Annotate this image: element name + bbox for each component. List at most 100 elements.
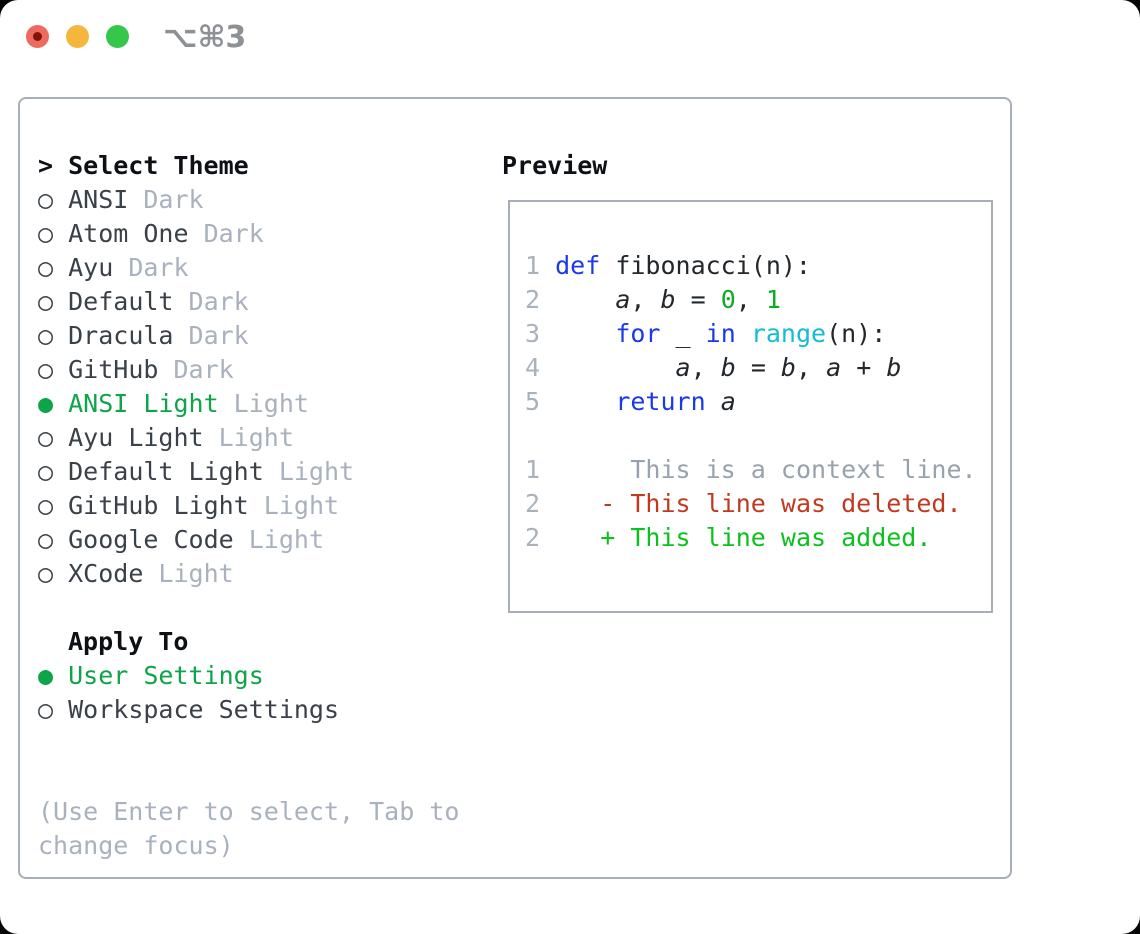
theme-variant: Light [233,525,324,554]
code-segment: + This line was added. [600,523,932,552]
code-segment: range [750,319,827,348]
code-segment: 0 [720,285,736,314]
code-segment: = [735,353,781,382]
theme-option-default[interactable]: ○ Default Dark [38,285,488,319]
code-segment: b [660,285,676,314]
radio-unselected-icon: ○ [38,491,69,520]
window-title-shortcut: ⌥⌘3 [163,20,247,55]
radio-unselected-icon: ○ [38,287,69,316]
theme-name: Ayu Light [68,423,204,452]
code-segment: b [720,353,736,382]
code-segment: for [615,319,661,348]
theme-option-xcode[interactable]: ○ XCode Light [38,557,488,591]
apply-to-header-label: Apply To [68,627,189,656]
theme-name: ANSI [68,185,129,214]
theme-name: GitHub Light [68,491,249,520]
radio-selected-icon: ● [38,389,69,418]
code-segment: - This line was deleted. [600,489,962,518]
code-segment: fibonacci(n): [600,251,811,280]
code-segment: 2 [525,523,541,552]
code-segment: 2 [525,285,556,314]
theme-option-dracula[interactable]: ○ Dracula Dark [38,319,488,353]
theme-option-ansi-light[interactable]: ● ANSI Light Light [38,387,488,421]
theme-option-ayu[interactable]: ○ Ayu Dark [38,251,488,285]
code-segment: (n): [826,319,887,348]
code-segment [555,285,615,314]
preview-header: Preview [502,151,608,180]
spacer [38,591,488,625]
code-segment: , [630,285,661,314]
radio-unselected-icon: ○ [38,253,69,282]
theme-name: XCode [68,559,144,588]
theme-option-google-code[interactable]: ○ Google Code Light [38,523,488,557]
apply-option-label: User Settings [68,661,264,690]
code-segment: in [705,319,736,348]
theme-variant: Dark [188,219,264,248]
radio-unselected-icon: ○ [38,695,69,724]
select-theme-header-label: Select Theme [68,151,249,180]
select-theme-header: > Select Theme [38,149,488,183]
code-line-4: 4 a, b = b, a + b [525,351,991,385]
apply-option-user-settings[interactable]: ● User Settings [38,659,488,693]
code-segment: return [615,387,706,416]
code-line-3: 3 for _ in range(n): [525,317,991,351]
radio-unselected-icon: ○ [38,219,69,248]
radio-unselected-icon: ○ [38,423,69,452]
code-segment: a [615,285,631,314]
code-segment: a [720,387,736,416]
radio-unselected-icon: ○ [38,525,69,554]
theme-option-github[interactable]: ○ GitHub Dark [38,353,488,387]
code-segment: a [826,353,842,382]
theme-variant: Light [263,457,355,486]
left-column: >Select Theme ○ ANSI Dark○ Atom One Dark… [38,149,488,863]
titlebar: ⌥⌘3 [0,0,1140,72]
code-line-5: 5 return a [525,385,991,419]
theme-option-ansi[interactable]: ○ ANSI Dark [38,183,488,217]
apply-list: ● User Settings○ Workspace Settings [38,659,488,727]
apply-option-label: Workspace Settings [68,695,340,724]
theme-option-atom-one[interactable]: ○ Atom One Dark [38,217,488,251]
code-segment: _ [660,319,706,348]
code-segment: This is a context line. [630,455,977,484]
cursor-icon: > [38,151,54,180]
code-segment [540,455,630,484]
theme-option-ayu-light[interactable]: ○ Ayu Light Light [38,421,488,455]
code-segment: 1 [525,455,541,484]
apply-option-workspace-settings[interactable]: ○ Workspace Settings [38,693,488,727]
help-text: (Use Enter to select, Tab to change focu… [38,797,460,860]
diff-line-context: 1 This is a context line. [525,453,991,487]
theme-name: Atom One [68,219,189,248]
code-segment [706,387,721,416]
code-segment: 5 [525,387,556,416]
radio-selected-icon: ● [38,661,69,690]
theme-option-default-light[interactable]: ○ Default Light Light [38,455,488,489]
radio-unselected-icon: ○ [38,321,69,350]
code-segment: 4 [525,353,556,382]
code-segment: def [555,251,601,280]
code-line-1: 1 def fibonacci(n): [525,249,991,283]
code-segment [540,489,600,518]
code-segment: 1 [765,285,781,314]
zoom-button-icon[interactable] [106,25,129,48]
theme-name: Ayu [68,253,114,282]
spacer [38,727,488,761]
blank-line [525,419,991,453]
theme-variant: Dark [158,355,234,384]
theme-variant: Light [143,559,234,588]
theme-variant: Dark [128,185,204,214]
code-segment: = [675,285,721,314]
code-segment [555,319,615,348]
theme-name: ANSI Light [68,389,219,418]
theme-variant: Light [203,423,294,452]
radio-unselected-icon: ○ [38,185,69,214]
minimize-button-icon[interactable] [66,25,89,48]
code-segment: 1 [525,251,556,280]
code-line-2: 2 a, b = 0, 1 [525,283,991,317]
code-segment [555,387,615,416]
theme-list: ○ ANSI Dark○ Atom One Dark○ Ayu Dark○ De… [38,183,488,591]
code-segment [540,523,600,552]
close-button-icon[interactable] [26,25,49,48]
theme-option-github-light[interactable]: ○ GitHub Light Light [38,489,488,523]
